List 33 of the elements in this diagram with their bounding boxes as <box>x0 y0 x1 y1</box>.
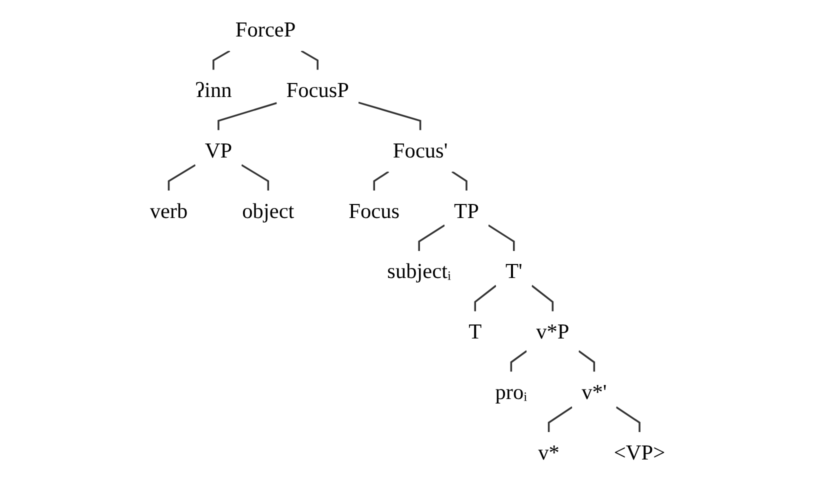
connector <box>212 50 230 70</box>
connector <box>488 224 515 251</box>
node-text: Focus <box>348 198 400 223</box>
node-text: v*' <box>582 380 607 404</box>
node-text: Focus' <box>392 138 448 162</box>
connector <box>241 164 270 191</box>
connector <box>474 284 497 312</box>
node-text: v* <box>538 440 560 464</box>
connector <box>548 406 573 432</box>
connector <box>510 350 528 372</box>
node-text: <VP> <box>614 440 666 464</box>
connector <box>168 164 196 191</box>
connector <box>418 224 446 251</box>
connector <box>531 284 554 312</box>
connector <box>218 102 278 130</box>
node-text: T' <box>505 259 522 283</box>
node-text: v*P <box>536 320 570 344</box>
connector <box>373 170 390 191</box>
connector <box>358 102 422 130</box>
node-text: VP <box>204 138 232 162</box>
node-text: ForceP <box>235 18 296 42</box>
node-text: verb <box>150 198 188 223</box>
connector <box>452 170 468 191</box>
node-text: FocusP <box>286 78 349 102</box>
connector <box>578 350 596 372</box>
connector <box>300 50 318 70</box>
connector <box>616 406 640 432</box>
node-text: TP <box>454 198 479 223</box>
node-text: ʔinn <box>195 78 232 102</box>
node-text: subjectᵢ <box>387 259 452 283</box>
node-text: T <box>468 320 482 344</box>
node-text: object <box>242 198 294 223</box>
node-text: proᵢ <box>495 380 528 404</box>
